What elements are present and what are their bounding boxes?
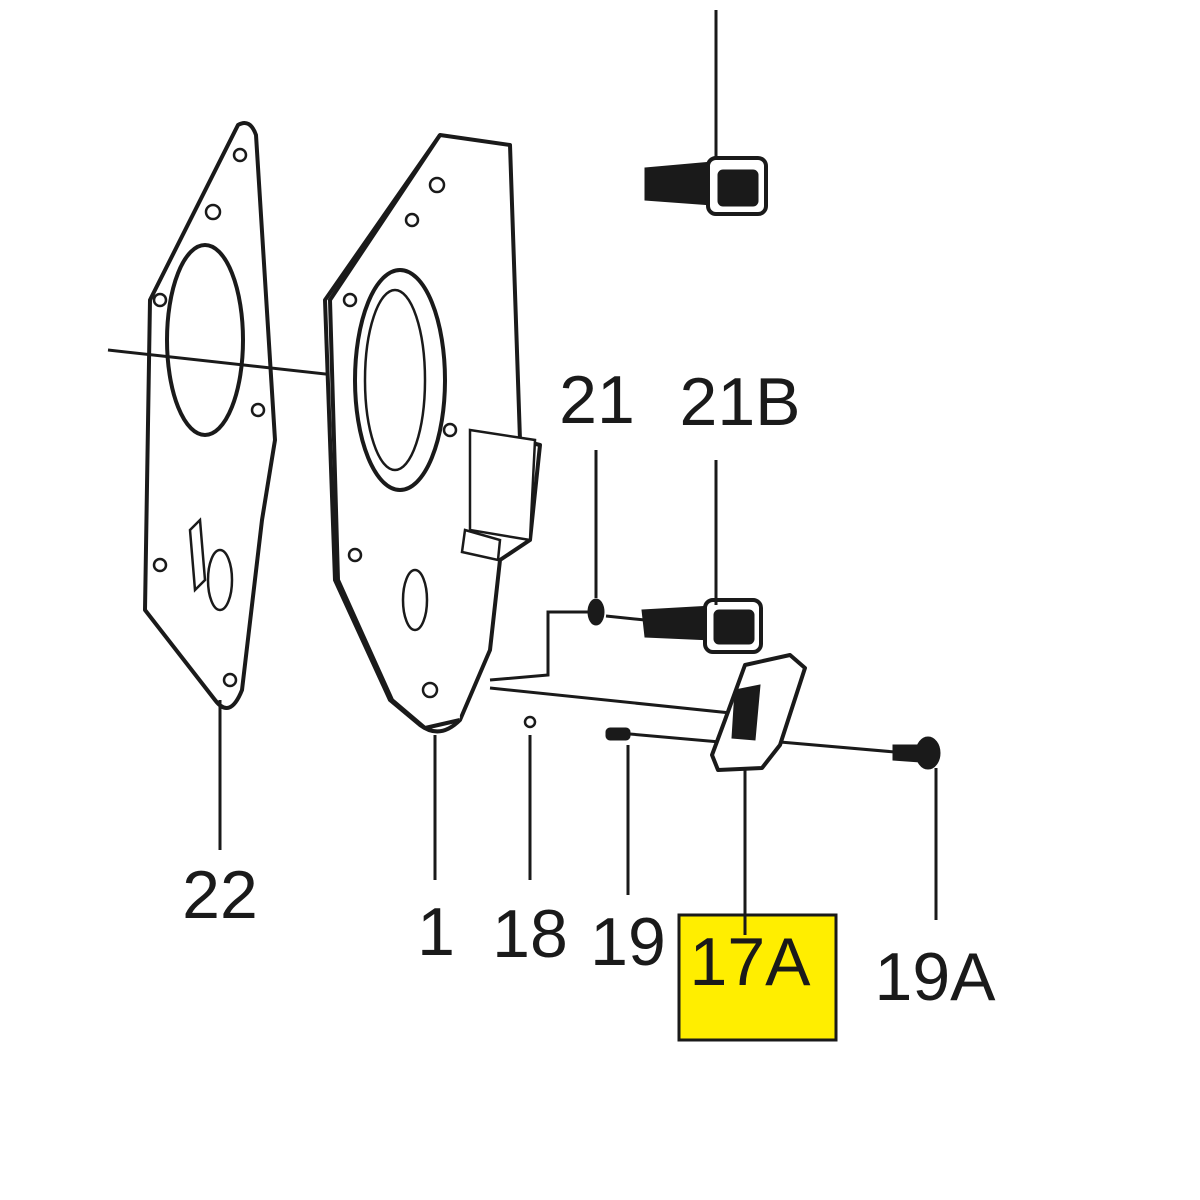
screw-19a (892, 736, 941, 770)
throttle-body-1 (323, 133, 542, 734)
callout-19: 19 (590, 904, 666, 980)
leader-bracket-2 (489, 686, 751, 717)
callout-18: 18 (492, 896, 568, 972)
callout-19a: 19A (875, 939, 997, 1015)
axis-19 (629, 732, 721, 744)
callout-17a: 17A (690, 924, 812, 1000)
callout-1: 1 (417, 894, 455, 970)
bolt-21b (641, 598, 763, 654)
axis-19a (779, 740, 896, 754)
leader-bracket (489, 610, 590, 682)
highlight-box-17a (677, 913, 838, 1042)
bolt-top (644, 156, 768, 216)
callout-21b: 21B (680, 364, 801, 440)
leader-21-axis (605, 614, 646, 622)
spring-19 (605, 727, 631, 741)
washer-21 (587, 598, 605, 626)
callout-21: 21 (559, 362, 635, 438)
bracket-17a (710, 653, 807, 772)
gasket-22 (143, 121, 277, 710)
callout-22: 22 (182, 857, 258, 933)
ball-18 (523, 715, 537, 729)
